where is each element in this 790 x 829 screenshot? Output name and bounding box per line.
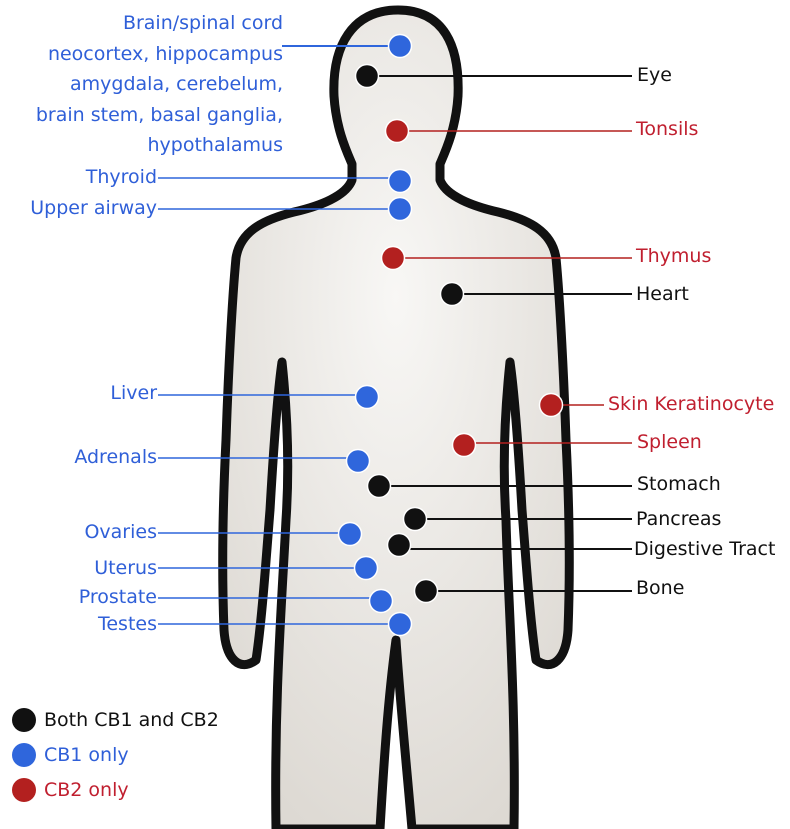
legend-dot-blue [12,743,36,767]
label-ovaries: Ovaries [84,521,157,543]
receptor-dots [337,33,564,637]
dot-spleen [451,432,477,458]
dot-heart [439,281,465,307]
legend-item-both: Both CB1 and CB2 [12,707,219,733]
dot-pancreas [402,506,428,532]
dot-eye [354,63,380,89]
brain-line-2: neocortex, hippocampus [47,42,283,65]
label-eye: Eye [637,64,672,86]
label-uterus: Uterus [94,557,157,579]
label-thyroid: Thyroid [85,166,157,188]
label-adrenals: Adrenals [74,446,157,468]
dot-bone [413,578,439,604]
label-prostate: Prostate [78,586,157,608]
label-skin-keratinocyte: Skin Keratinocyte [608,393,775,415]
label-stomach: Stomach [637,473,721,495]
legend-label-cb1: CB1 only [44,744,129,766]
brain-line-5: hypothalamus [147,134,283,156]
dot-ovaries [337,521,363,547]
label-bone: Bone [636,577,685,599]
legend-dot-red [12,778,36,802]
dot-liver [354,384,380,410]
label-tonsils: Tonsils [636,118,699,140]
brain-label: Brain/spinal cord neocortex, hippocampus… [36,8,283,161]
label-pancreas: Pancreas [636,508,722,530]
brain-line-3: amygdala, cerebelum, [70,73,283,95]
label-thymus: Thymus [636,245,712,267]
legend-label-cb2: CB2 only [44,779,129,801]
legend-item-cb1: CB1 only [12,742,129,768]
dot-stomach [366,473,392,499]
dot-upper-airway [387,196,413,222]
dot-digestive [386,532,412,558]
label-liver: Liver [110,382,157,404]
dot-thymus [380,245,406,271]
dot-brain [387,33,413,59]
dot-skin [538,392,564,418]
label-upper-airway: Upper airway [30,197,157,219]
label-spleen: Spleen [637,431,702,453]
dot-testes [387,611,413,637]
legend-label-both: Both CB1 and CB2 [44,709,219,731]
brain-line-4: brain stem, basal ganglia, [35,103,283,126]
dot-tonsils [384,118,410,144]
dot-thyroid [387,168,413,194]
legend-dot-black [12,708,36,732]
legend-item-cb2: CB2 only [12,777,129,803]
dot-adrenals [345,448,371,474]
dot-prostate [368,588,394,614]
label-heart: Heart [636,283,689,305]
brain-line-1: Brain/spinal cord [122,12,283,34]
label-digestive-tract: Digestive Tract [634,538,776,560]
label-testes: Testes [97,613,157,635]
dot-uterus [353,555,379,581]
connector-lines [158,45,632,625]
